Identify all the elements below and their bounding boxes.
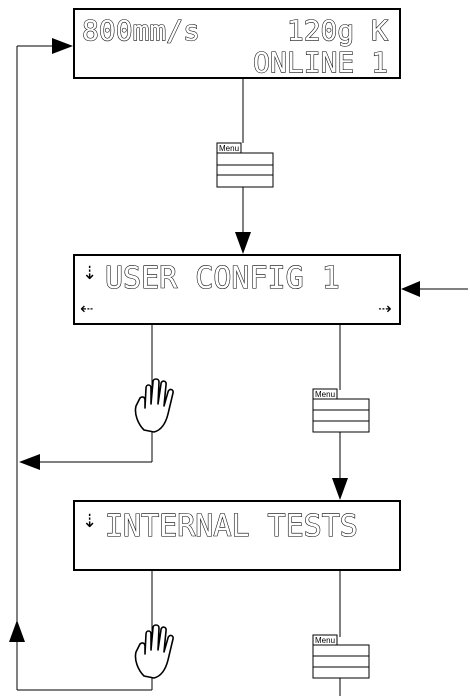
lcd-online-status: ONLINE 1 (253, 46, 388, 79)
arrowhead-down (235, 232, 251, 254)
lcd-screen-internal-tests: ⇣ INTERNAL TESTS (73, 500, 401, 571)
arrowhead-left (19, 454, 40, 470)
menu-key-label: Menu (315, 390, 335, 399)
arrowhead-down (332, 478, 348, 500)
lcd-speed-readout: 800mm/s (82, 14, 200, 47)
menu-key-label: Menu (219, 144, 239, 153)
arrowhead-left (401, 281, 420, 297)
arrowhead-right (52, 38, 73, 54)
right-arrow-icon: ⇢ (378, 299, 391, 318)
lcd-screen-user-config: ⇣ USER CONFIG 1 ⇠ ⇢ (73, 254, 401, 325)
arrowhead-up (9, 620, 25, 642)
lcd-screen-online: 800mm/s 120g K ONLINE 1 (73, 8, 401, 80)
down-arrow-icon: ⇣ (82, 263, 97, 284)
lcd-weight-readout: 120g K (287, 14, 388, 47)
down-arrow-icon: ⇣ (82, 511, 97, 532)
hand-icon (134, 378, 174, 433)
menu-key-button: Menu (216, 142, 274, 188)
left-arrow-icon: ⇠ (80, 299, 93, 318)
hand-icon (134, 624, 174, 679)
menu-key-button: Menu (312, 634, 370, 679)
lcd-user-config-title: USER CONFIG 1 (105, 261, 340, 296)
menu-key-label: Menu (315, 636, 335, 645)
menu-key-button: Menu (312, 388, 370, 433)
lcd-internal-tests-title: INTERNAL TESTS (105, 509, 358, 544)
